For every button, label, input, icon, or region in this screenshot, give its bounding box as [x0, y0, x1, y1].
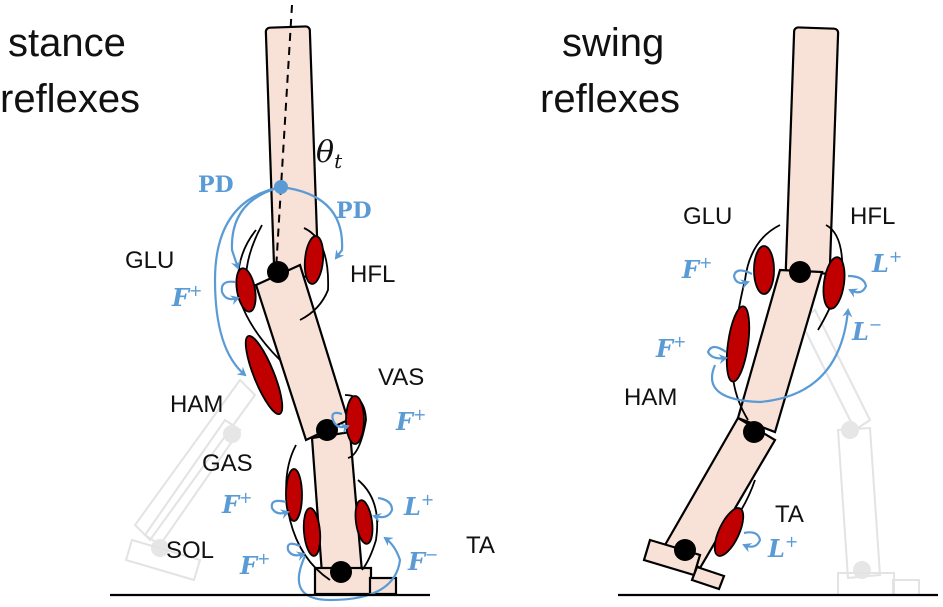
swing-ankle-joint: [674, 539, 696, 561]
swing-ghost-leg: [798, 308, 920, 596]
swing-label-ham: HAM: [624, 384, 677, 411]
stance-label-sol: SOL: [166, 537, 214, 564]
stance-ankle-joint: [330, 561, 352, 583]
stance-label-glu: GLU: [125, 247, 174, 274]
swing-reflex-hfl: L+: [871, 247, 902, 278]
swing-label-hfl: HFL: [850, 203, 895, 230]
stance-reflex-ta-length: L+: [403, 490, 434, 521]
stance-label-ta: TA: [466, 532, 495, 559]
swing-thigh-lower: [736, 268, 824, 434]
stance-hip-joint: [267, 261, 289, 283]
swing-reflex-ta: L+: [767, 532, 798, 563]
swing-muscle-hfl: [822, 256, 846, 310]
stance-muscle-glu: [235, 267, 257, 313]
swing-panel: swing reflexes: [540, 21, 938, 597]
stance-reflex-glu: F+: [171, 281, 202, 312]
stance-reflex-vas: F+: [395, 405, 426, 436]
swing-muscle-glu: [753, 245, 775, 295]
stance-title-line2: reflexes: [0, 77, 140, 121]
swing-muscle-ham: [725, 305, 751, 383]
stance-muscle-hfl: [303, 235, 325, 285]
swing-reflex-hfl-ham: L−: [851, 315, 882, 346]
swing-label-ta: TA: [775, 501, 804, 528]
stance-reference-line: [275, 4, 293, 271]
stance-pd-left-label: PD: [198, 172, 234, 198]
stance-label-hfl: HFL: [350, 261, 395, 288]
stance-panel: stance reflexes: [0, 4, 495, 602]
swing-reflex-ham: F+: [655, 332, 686, 363]
stance-title-line1: stance: [8, 21, 126, 65]
stance-label-ham: HAM: [170, 391, 223, 418]
stance-pd-right-label: PD: [336, 198, 372, 224]
stance-reflex-ta-sol: F−: [407, 545, 438, 576]
stance-angle-label: θt: [316, 135, 343, 173]
stance-reflex-gas: F+: [221, 488, 252, 519]
swing-title-line2: reflexes: [540, 77, 680, 121]
swing-thigh-segment: [784, 26, 840, 275]
swing-title-line1: swing: [562, 21, 664, 65]
swing-reflex-glu: F+: [681, 253, 712, 284]
stance-muscle-ta: [354, 499, 374, 545]
stance-knee-joint: [316, 419, 338, 441]
stance-label-gas: GAS: [202, 450, 253, 477]
swing-hip-joint: [789, 261, 811, 283]
stance-ghost-leg: [124, 378, 257, 582]
stance-muscle-ham: [244, 334, 284, 416]
stance-reflex-sol: F+: [239, 549, 270, 580]
stance-muscle-gas: [285, 468, 303, 522]
stance-label-vas: VAS: [378, 364, 424, 391]
swing-knee-joint: [743, 421, 765, 443]
swing-label-glu: GLU: [683, 203, 732, 230]
swing-toe: [690, 565, 726, 591]
swing-muscle-ta: [713, 507, 745, 557]
stance-muscle-sol: [302, 507, 322, 557]
stance-muscle-vas: [345, 395, 365, 445]
